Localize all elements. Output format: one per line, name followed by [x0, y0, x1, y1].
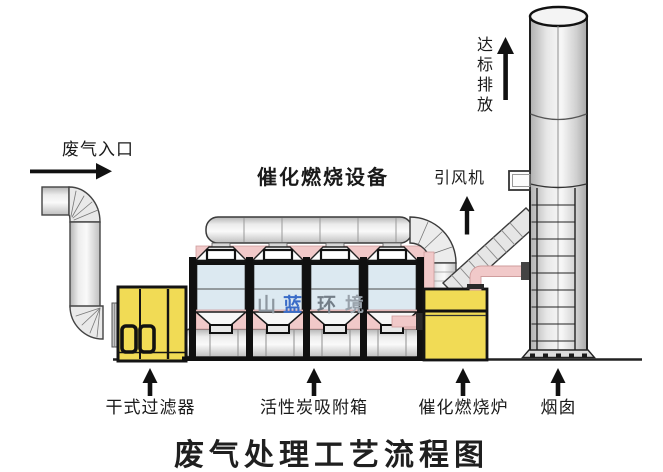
fan-pointer-arrow	[459, 196, 475, 235]
adsorber-chambers	[194, 259, 419, 314]
furnace-outlet-flange	[467, 284, 484, 289]
filter-handle	[120, 324, 138, 354]
carbon-adsorber-label: 活性炭吸附箱	[260, 398, 368, 417]
furnace-pointer-arrow	[455, 368, 471, 396]
filter-handle	[138, 324, 156, 354]
chimney-stack	[508, 5, 597, 359]
chimney-inlet-flange	[521, 262, 529, 280]
inlet-bottom-elbow	[69, 305, 104, 340]
watermark-char: 蓝	[283, 295, 303, 316]
equipment-group-title: 催化燃烧设备	[257, 167, 389, 189]
furnace-inlet-flange	[416, 313, 424, 330]
fan-label: 引风机	[434, 170, 486, 187]
inlet-elbow	[68, 186, 101, 223]
catalytic-furnace-box	[422, 287, 489, 362]
inlet-pipe	[41, 186, 122, 348]
dry-filter-label: 干式过滤器	[105, 398, 196, 417]
watermark-char: 山	[257, 295, 277, 316]
catalytic-furnace-label: 催化燃烧炉	[418, 398, 509, 417]
adsorber-frame	[182, 257, 424, 361]
inlet-label: 废气入口	[62, 140, 134, 159]
page-title: 废气处理工艺流程图	[174, 438, 489, 472]
chimney-label: 烟囱	[540, 398, 577, 417]
fan-discharge-duct	[441, 207, 542, 298]
emission-flow-arrow	[497, 37, 514, 100]
pink-pipe-drop	[423, 251, 435, 291]
inlet-pipe-stub	[41, 186, 70, 216]
chimney-ladder	[531, 188, 576, 356]
inlet-flow-arrow	[30, 163, 112, 180]
chimney-top-opening	[528, 5, 589, 28]
flow-arrows	[30, 37, 566, 396]
adsorber-top-hoppers	[192, 242, 421, 263]
watermark: 山蓝环境	[257, 290, 364, 317]
inlet-pipe-vertical	[69, 221, 101, 308]
adsorber-pointer-arrow	[306, 368, 322, 396]
dry-filter-pointer-arrow	[142, 368, 158, 396]
furnace-pink-outlet	[467, 262, 529, 291]
chimney-pointer-arrow	[550, 368, 566, 396]
watermark-char: 环	[317, 295, 337, 316]
watermark-char: 境	[345, 295, 365, 316]
dry-filter-box	[116, 285, 188, 363]
emission-label: 达标排放	[474, 36, 491, 116]
